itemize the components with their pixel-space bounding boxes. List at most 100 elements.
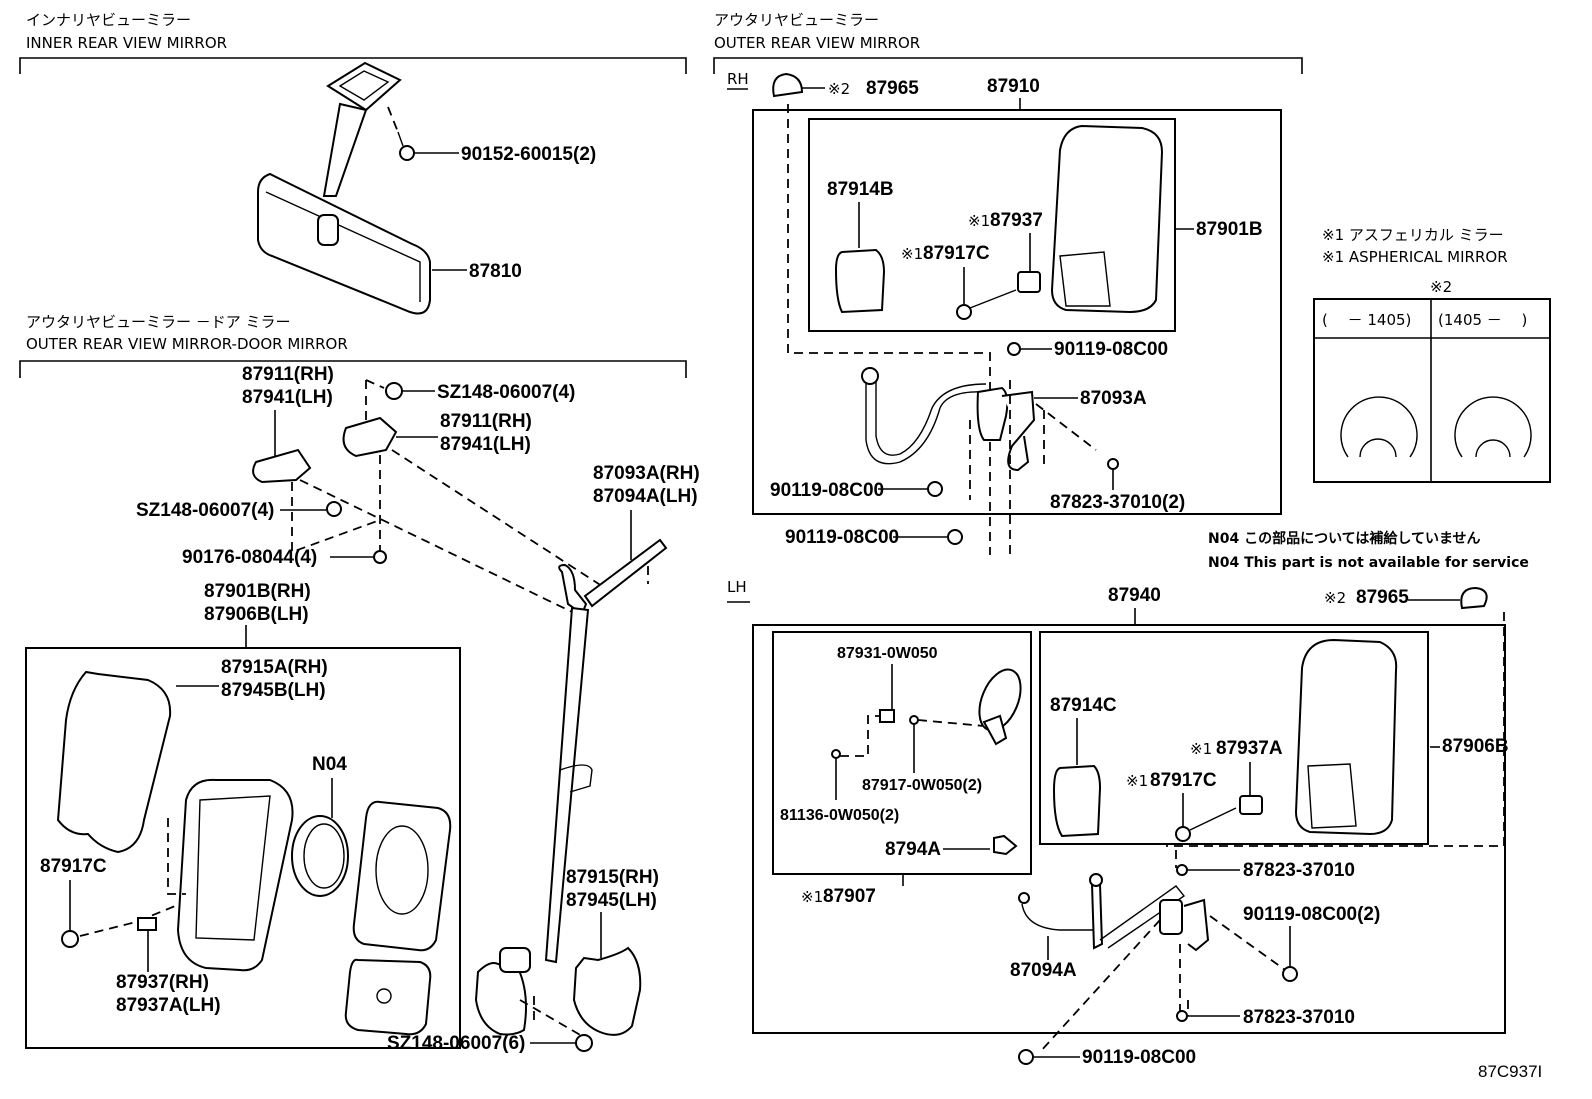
part-label[interactable]: 87910 xyxy=(987,76,1040,97)
part-mark: ※1 xyxy=(1190,740,1212,758)
part-label[interactable]: 87823-37010 xyxy=(1243,1007,1355,1028)
holder-icon xyxy=(1017,271,1041,293)
part-label[interactable]: 87911(RH) xyxy=(440,411,532,432)
part-label[interactable]: 87941(LH) xyxy=(242,387,333,408)
part-label[interactable]: 90119-08C00 xyxy=(785,527,899,548)
screw-icon xyxy=(326,501,342,517)
lh-mirror-box xyxy=(1039,631,1429,845)
part-label[interactable]: 87917C xyxy=(923,243,990,264)
part-label[interactable]: 87907 xyxy=(823,886,876,907)
part-label[interactable]: 87940 xyxy=(1108,585,1161,606)
figure-code: 87C937I xyxy=(1478,1062,1542,1081)
part-label[interactable]: 87965 xyxy=(1356,587,1409,608)
rh-mirror-box xyxy=(808,118,1176,332)
part-mark: ※1 xyxy=(1126,772,1148,790)
part-label[interactable]: 87093A(RH) xyxy=(593,463,700,484)
part-label[interactable]: SZ148-06007(4) xyxy=(437,382,575,403)
part-label[interactable]: 87931-0W050 xyxy=(837,645,938,662)
part-label[interactable]: 87965 xyxy=(866,78,919,99)
screw-icon xyxy=(909,715,919,725)
rear-mirror-icon xyxy=(257,172,431,315)
bolt-icon xyxy=(1007,342,1021,356)
cap-icon xyxy=(772,72,804,98)
part-label[interactable]: 87937 xyxy=(990,210,1043,231)
part-label[interactable]: 90152-60015(2) xyxy=(461,144,596,165)
section-bracket xyxy=(19,57,687,74)
part-label[interactable]: 87937A xyxy=(1216,738,1283,759)
lh-assembly-box xyxy=(752,624,1506,1034)
cap-variant-table: ( － 1405) (1405 － ) xyxy=(1313,298,1551,483)
part-label[interactable]: 87823-37010 xyxy=(1243,860,1355,881)
base-cover-icon xyxy=(572,946,642,1036)
mirror-base-icon xyxy=(474,947,583,1037)
part-label[interactable]: 87945(LH) xyxy=(566,890,657,911)
part-label[interactable]: 87945B(LH) xyxy=(221,680,326,701)
part-label[interactable]: 87917-0W050(2) xyxy=(862,777,982,794)
washer-icon xyxy=(1176,1010,1188,1022)
aspherical-note-jp: ※1 アスフェリカル ミラー xyxy=(1322,226,1504,244)
nut-icon xyxy=(373,550,387,564)
bolt-icon xyxy=(927,481,943,497)
part-mark: ※1 xyxy=(968,212,990,230)
cap-early-icon xyxy=(1340,396,1418,458)
table-header-cell: (1405 － ) xyxy=(1438,311,1527,329)
mirror-head-icon xyxy=(1294,638,1398,836)
cover-icon xyxy=(1052,764,1102,838)
part-label[interactable]: 87917C xyxy=(1150,770,1217,791)
part-label[interactable]: 87917C xyxy=(40,856,107,877)
section-bracket xyxy=(19,360,687,378)
part-label[interactable]: 90119-08C00(2) xyxy=(1243,904,1380,925)
part-label[interactable]: 87941(LH) xyxy=(440,434,531,455)
mirror-mount-icon xyxy=(322,61,402,197)
part-label[interactable]: N04 xyxy=(312,754,347,775)
mirror-stay-icon xyxy=(861,367,1036,472)
part-label[interactable]: 87906B(LH) xyxy=(204,604,309,625)
holder-icon xyxy=(1239,795,1263,815)
part-label[interactable]: 87914B xyxy=(827,179,894,200)
back-plate-icon xyxy=(352,800,452,952)
part-label[interactable]: 87937A(LH) xyxy=(116,995,221,1016)
bolt-icon xyxy=(1018,1049,1034,1065)
part-label[interactable]: 87915(RH) xyxy=(566,867,659,888)
part-mark: ※2 xyxy=(828,80,850,98)
cap-icon xyxy=(1460,586,1488,610)
part-label[interactable]: 87906B xyxy=(1442,736,1509,757)
part-label[interactable]: 90119-08C00 xyxy=(1054,339,1168,360)
part-label[interactable]: 87810 xyxy=(469,261,522,282)
pad-icon xyxy=(344,958,432,1036)
section-bracket xyxy=(713,57,1303,74)
part-label[interactable]: 90176-08044(4) xyxy=(182,547,317,568)
part-label[interactable]: 90119-08C00 xyxy=(1082,1047,1196,1068)
part-label[interactable]: 87093A xyxy=(1080,388,1147,409)
mirror-stay-icon xyxy=(1018,873,1210,952)
part-label[interactable]: 87094A(LH) xyxy=(593,486,698,507)
aspherical-note-en: ※1 ASPHERICAL MIRROR xyxy=(1322,248,1508,266)
n04-note-en: N04 This part is not available for servi… xyxy=(1208,555,1529,571)
part-label[interactable]: 8794A xyxy=(885,839,941,860)
part-label[interactable]: 87901B xyxy=(1196,219,1263,240)
part-label[interactable]: 87911(RH) xyxy=(242,364,334,385)
part-label[interactable]: 87094A xyxy=(1010,960,1077,981)
part-label[interactable]: 81136-0W050(2) xyxy=(780,807,899,824)
part-label[interactable]: 87915A(RH) xyxy=(221,657,328,678)
part-label[interactable]: 87937(RH) xyxy=(116,972,209,993)
part-label[interactable]: 90119-08C00 xyxy=(770,480,884,501)
section-title-en: INNER REAR VIEW MIRROR xyxy=(26,34,227,52)
door-mirror-assembly-box xyxy=(25,647,461,1049)
part-label[interactable]: SZ148-06007(4) xyxy=(136,500,274,521)
part-label[interactable]: 87823-37010(2) xyxy=(1050,492,1185,513)
part-label[interactable]: 87914C xyxy=(1050,695,1117,716)
mirror-glass-icon xyxy=(56,670,172,854)
screw-icon xyxy=(575,1034,593,1052)
n04-note-jp: N04 この部品については補給していません xyxy=(1208,530,1481,547)
clip-icon xyxy=(993,834,1018,856)
part-label[interactable]: SZ148-06007(6) xyxy=(387,1033,525,1054)
section-title-jp: アウタリヤビューミラー xyxy=(714,11,879,29)
section-title-jp: アウタリヤビューミラー －ドア ミラー xyxy=(26,313,291,331)
part-label[interactable]: 87901B(RH) xyxy=(204,581,311,602)
rh-assembly-box xyxy=(752,109,1282,515)
section-title-en: OUTER REAR VIEW MIRROR xyxy=(714,34,920,52)
section-inner-mirror: インナリヤビューミラー INNER REAR VIEW MIRROR 90152… xyxy=(19,11,687,315)
screw-icon xyxy=(956,304,972,320)
